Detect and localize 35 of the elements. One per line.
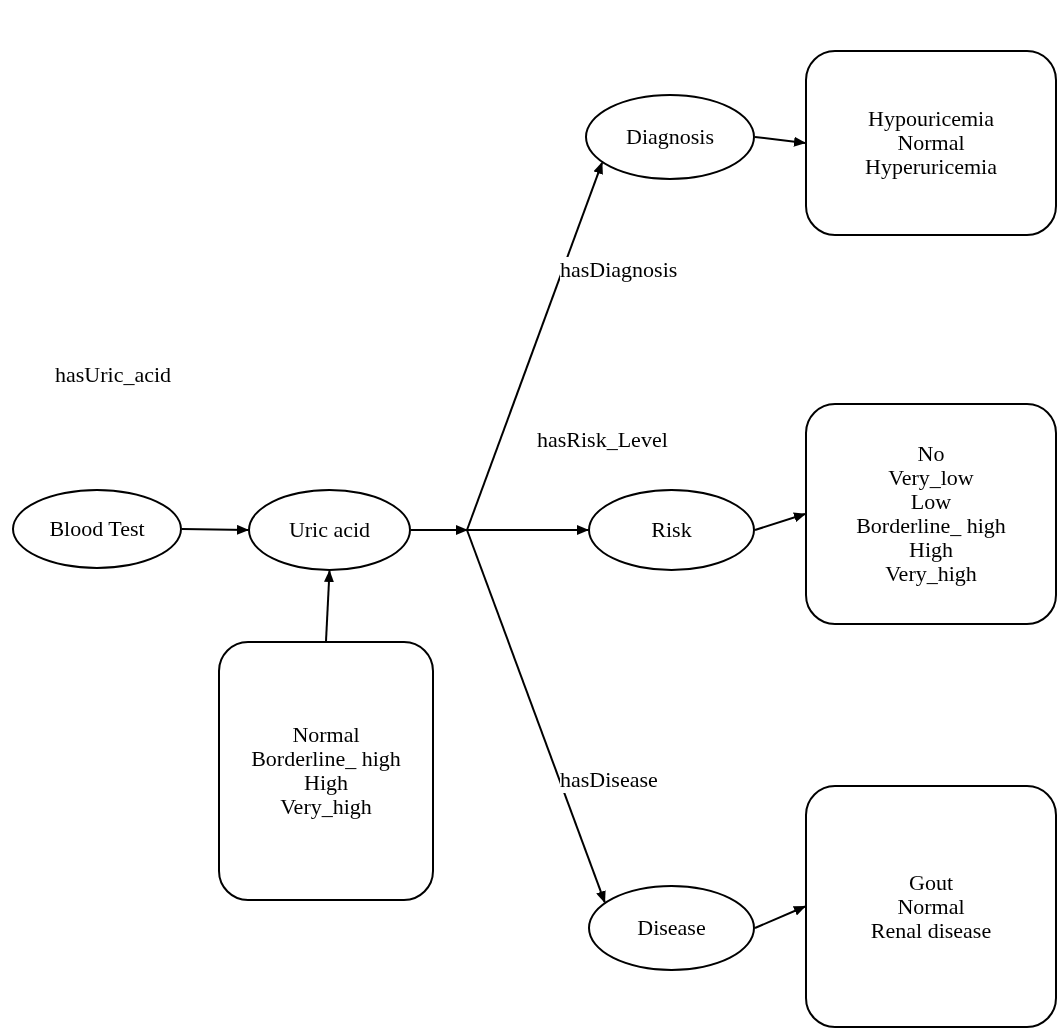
node-text: Disease xyxy=(637,916,706,940)
arrow xyxy=(754,905,806,929)
arrow xyxy=(754,136,806,147)
node-text: Gout xyxy=(909,870,953,895)
node-text: Blood Test xyxy=(49,517,145,541)
node-text: Diagnosis xyxy=(626,125,714,149)
node-text: Very_low xyxy=(888,466,974,490)
node-text: Hypouricemia xyxy=(868,107,994,131)
arrow xyxy=(466,525,589,535)
node-text: Low xyxy=(910,490,952,514)
rounded-box xyxy=(805,50,1057,236)
rounded-box xyxy=(218,641,434,901)
node-text: Normal xyxy=(897,894,965,919)
arrow xyxy=(323,570,334,642)
node-text: Normal xyxy=(292,723,360,747)
node-text: Very_high xyxy=(885,562,977,586)
node-text: Borderline_ high xyxy=(251,747,401,771)
arrow xyxy=(466,161,603,531)
node-text: Normal xyxy=(897,131,965,155)
node-text: Uric acid xyxy=(288,518,371,542)
rounded-box xyxy=(805,403,1057,625)
node-text: Very_high xyxy=(280,795,372,819)
node-text: Renal disease xyxy=(870,918,992,943)
rounded-box xyxy=(805,785,1057,1028)
node-text: High xyxy=(304,771,348,795)
arrow xyxy=(410,525,468,535)
node-text: Hyperuricemia xyxy=(865,155,997,179)
node-text: High xyxy=(909,538,953,562)
node-text: Borderline_ high xyxy=(856,514,1006,538)
node-text: No xyxy=(917,442,945,466)
edge-label: hasDiagnosis xyxy=(560,257,678,283)
arrow xyxy=(754,512,806,531)
arrow xyxy=(181,524,249,535)
node-text: Risk xyxy=(651,518,692,542)
arrow xyxy=(466,529,606,904)
